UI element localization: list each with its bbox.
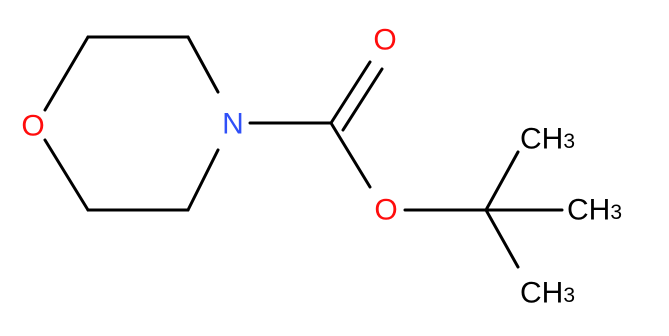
bond-quaternary-carbon-to-top-methyl [484, 150, 520, 212]
carbamate-group [248, 60, 488, 212]
bond-upper-right-carbon-to-n [186, 35, 220, 94]
methyl-top-label: CH3 [520, 123, 575, 156]
methyl-right-subscript: 3 [610, 201, 622, 224]
ring-nitrogen-label: N [222, 108, 244, 141]
morpholine-ring [43, 35, 220, 212]
ester-oxygen-label: O [374, 194, 397, 227]
bond-n-to-lower-right-carbon [186, 148, 220, 212]
bond-o-to-upper-left-carbon [43, 35, 90, 112]
bond-carbonyl-carbon-to-ester-o [329, 121, 372, 189]
carbonyl-oxygen-label: O [373, 24, 396, 57]
tert-butyl-group [484, 150, 564, 269]
methyl-right-label: CH3 [567, 194, 622, 227]
bond-quaternary-carbon-to-bottom-methyl [484, 208, 520, 269]
methyl-top-subscript: 3 [563, 130, 575, 153]
methyl-bottom-subscript: 3 [563, 284, 575, 307]
ring-oxygen-label: O [21, 110, 44, 143]
bond-carbonyl-double-a [329, 60, 372, 125]
methyl-top-main: CH [520, 123, 563, 156]
methyl-right-main: CH [567, 194, 610, 227]
methyl-bottom-main: CH [520, 277, 563, 310]
bond-lower-left-carbon-to-o [43, 138, 90, 212]
bond-carbonyl-double-b [341, 67, 384, 132]
methyl-bottom-label: CH3 [520, 277, 575, 310]
